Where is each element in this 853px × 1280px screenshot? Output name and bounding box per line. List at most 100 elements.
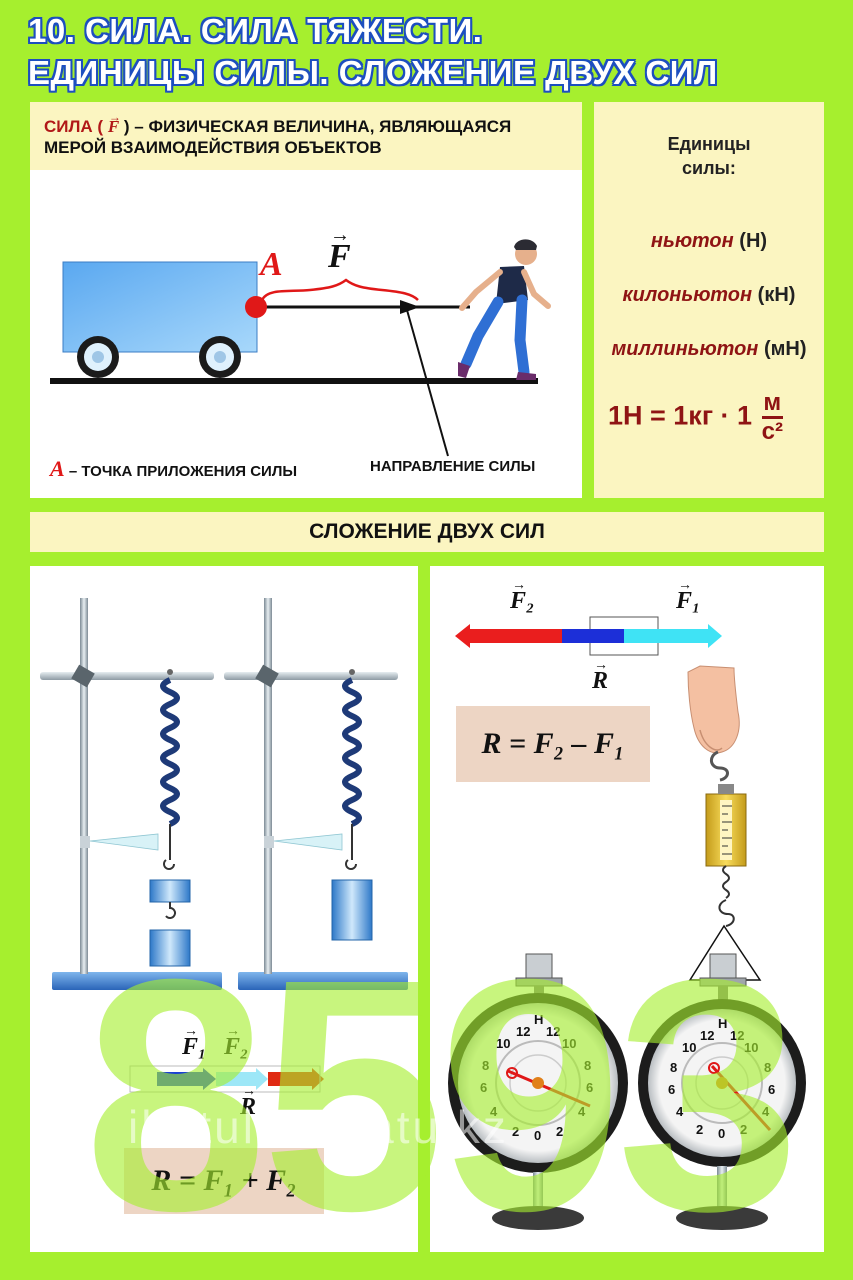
unit-millinewton: миллиньютон (мН) xyxy=(594,338,824,361)
vector-arrow-icon: → xyxy=(242,1084,256,1099)
vector-arrow-icon: → xyxy=(108,110,121,124)
dial-left-num: 10 xyxy=(562,1036,577,1051)
hand-dynamometer xyxy=(687,665,762,981)
caption-point: A – ТОЧКА ПРИЛОЖЕНИЯ СИЛЫ xyxy=(50,456,297,482)
formula-numerator: м xyxy=(761,390,783,419)
person-icon xyxy=(458,239,551,380)
dial-right-top: H xyxy=(718,1016,728,1031)
sum-f1-label: → F₁ xyxy=(182,1024,207,1061)
dial-right-num: 10 xyxy=(744,1040,759,1055)
cart-scene xyxy=(50,239,551,457)
dial-left-num: 12 xyxy=(546,1024,561,1039)
dial-left-num: 6 xyxy=(586,1080,594,1095)
dial-left-num: 4 xyxy=(578,1104,586,1119)
cart-wheel-left xyxy=(77,336,119,378)
spring-stand-right xyxy=(224,598,408,990)
newton-formula: 1Н = 1кг · 1 м с² xyxy=(608,390,783,445)
spring-stand-left xyxy=(40,598,222,990)
formula-left: 1Н = 1кг · 1 xyxy=(608,400,753,431)
ground-line xyxy=(50,378,538,384)
caption-point-text: – ТОЧКА ПРИЛОЖЕНИЯ СИЛЫ xyxy=(68,463,298,480)
diff-r-text: R xyxy=(592,668,609,694)
vector-arrow-icon: → xyxy=(184,1024,198,1039)
dial-left-num: 2 xyxy=(512,1124,520,1139)
addition-heading: СЛОЖЕНИЕ ДВУХ СИЛ xyxy=(30,512,824,552)
dial-right-num: 4 xyxy=(676,1104,684,1119)
diff-f1-text: F₁ xyxy=(676,588,701,614)
diff-f2-text: F₂ xyxy=(510,588,535,614)
dial-scale-right xyxy=(638,953,806,1230)
dial-left-top: H xyxy=(534,1012,544,1027)
dial-left-num: 6 xyxy=(480,1080,488,1095)
dial-right-num: 12 xyxy=(730,1028,745,1043)
dial-right-num: 8 xyxy=(764,1060,772,1075)
direction-pointer-line xyxy=(406,309,449,457)
formula-denominator: с² xyxy=(761,418,783,445)
sum-vectors xyxy=(129,1065,324,1093)
dial-left-num: 2 xyxy=(556,1124,564,1139)
sum-f1-text: F₁ xyxy=(182,1034,207,1060)
dial-right-num: 6 xyxy=(668,1082,676,1097)
definition-line-2: МЕРОЙ ВЗАИМОДЕЙСТВИЯ ОБЪЕКТОВ xyxy=(44,138,382,157)
units-heading: Единицы силы: xyxy=(667,134,751,178)
force-f-label: → F xyxy=(328,224,351,276)
vector-arrow-icon: → xyxy=(678,578,692,593)
dial-left-num: 12 xyxy=(516,1024,531,1039)
unit-newton-abbr: (Н) xyxy=(739,230,768,252)
dial-right-num: 12 xyxy=(700,1028,715,1043)
application-point xyxy=(245,296,267,318)
vector-arrow-icon: → xyxy=(512,578,526,593)
unit-kilonewton: килоньютон (кН) xyxy=(594,284,824,307)
force-f-text: F xyxy=(328,238,351,275)
point-a-label: A xyxy=(260,246,283,283)
unit-newton: ньютон (Н) xyxy=(594,230,824,253)
definition-symbol: F xyxy=(107,117,120,136)
dial-scale-left xyxy=(448,953,628,1230)
unit-millinewton-name: миллиньютон xyxy=(611,338,759,360)
dial-right-num: 2 xyxy=(740,1122,748,1137)
unit-millinewton-abbr: (мН) xyxy=(763,338,807,360)
definition-term: СИЛА ( xyxy=(44,117,104,136)
dial-left-num: 0 xyxy=(534,1128,542,1143)
vector-arrow-icon: → xyxy=(594,658,608,673)
dial-right-num: 10 xyxy=(682,1040,697,1055)
force-brace xyxy=(260,278,419,301)
dial-left-num: 8 xyxy=(482,1058,490,1073)
title-line-1: 10. СИЛА. СИЛА ТЯЖЕСТИ. xyxy=(28,12,483,49)
title-line-2: ЕДИНИЦЫ СИЛЫ. СЛОЖЕНИЕ ДВУХ СИЛ xyxy=(28,54,718,91)
diff-r-label: → R xyxy=(592,658,609,695)
sum-f2-label: → F₂ xyxy=(224,1024,249,1061)
units-panel: Единицы силы: ньютон (Н) килоньютон (кН)… xyxy=(594,102,824,498)
sum-r-text: R xyxy=(240,1094,257,1120)
dial-right-num: 6 xyxy=(768,1082,776,1097)
unit-newton-name: ньютон xyxy=(650,230,734,252)
force-symbol: →F xyxy=(107,110,121,136)
vector-arrow-icon: → xyxy=(330,224,350,246)
difference-formula: R = F₂ – F₁ xyxy=(456,706,650,782)
unit-kilonewton-abbr: (кН) xyxy=(757,284,796,306)
diff-f2-label: → F₂ xyxy=(510,578,535,615)
dial-right-num: 4 xyxy=(762,1104,770,1119)
diff-f1-label: → F₁ xyxy=(676,578,701,615)
force-arrow-head xyxy=(400,300,420,314)
dial-left-num: 4 xyxy=(490,1104,498,1119)
dial-left-num: 10 xyxy=(496,1036,511,1051)
sum-f2-text: F₂ xyxy=(224,1034,249,1060)
formula-fraction: м с² xyxy=(761,390,783,445)
sum-r-label: → R xyxy=(240,1084,257,1121)
watermark-text: ibatulina.satu.kz xyxy=(128,1101,509,1153)
dial-right-num: 8 xyxy=(670,1060,678,1075)
dial-right-num: 0 xyxy=(718,1126,726,1141)
vector-arrow-icon: → xyxy=(226,1024,240,1039)
unit-kilonewton-name: килоньютон xyxy=(622,284,753,306)
caption-point-symbol: A xyxy=(50,456,65,481)
definition-text: СИЛА ( →F ) – ФИЗИЧЕСКАЯ ВЕЛИЧИНА, ЯВЛЯЮ… xyxy=(44,110,511,158)
caption-direction: НАПРАВЛЕНИЕ СИЛЫ xyxy=(370,458,536,475)
sum-formula: R = F₁ + F₂ xyxy=(124,1148,324,1214)
cart-wheel-right xyxy=(199,336,241,378)
dial-right-num: 2 xyxy=(696,1122,704,1137)
poster-title: 10. СИЛА. СИЛА ТЯЖЕСТИ. ЕДИНИЦЫ СИЛЫ. СЛ… xyxy=(28,10,828,94)
dial-left-num: 8 xyxy=(584,1058,592,1073)
difference-vectors xyxy=(455,616,722,656)
